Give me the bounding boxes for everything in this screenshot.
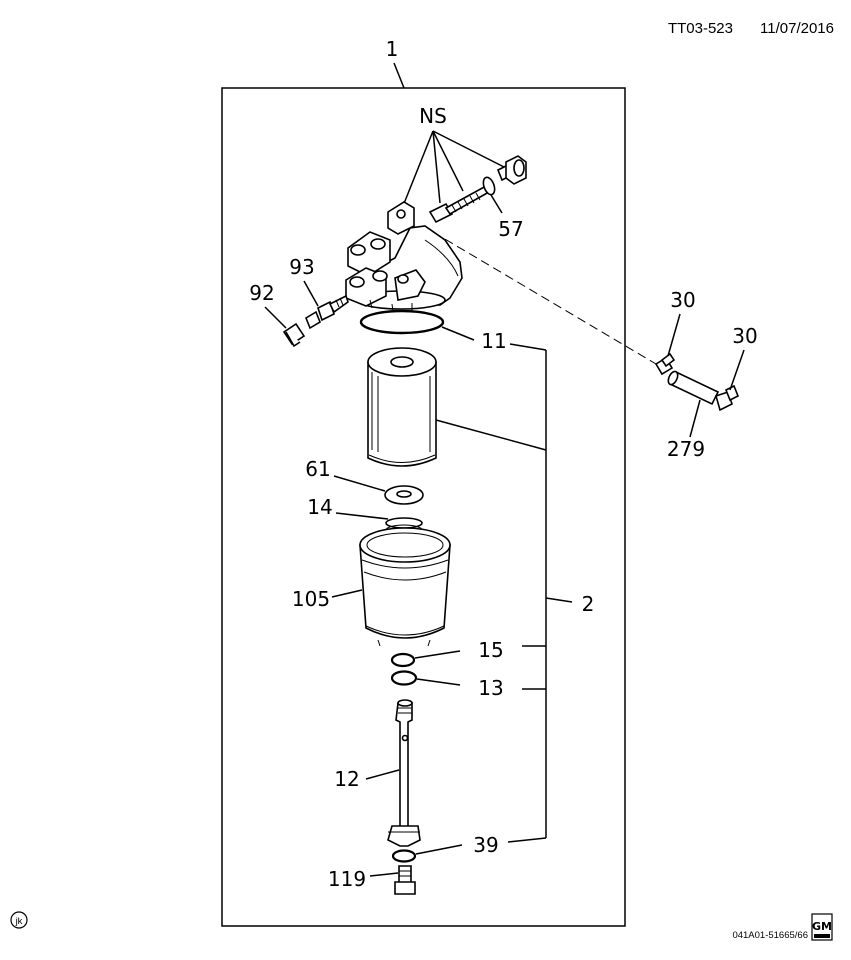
leader-105 <box>331 589 363 598</box>
callout-119: 119 <box>328 867 366 891</box>
leader-30-left <box>667 313 681 357</box>
gm-logo: GM <box>811 913 833 941</box>
jk-mark-circle <box>10 911 28 929</box>
callout-57: 57 <box>498 217 523 241</box>
clamp-30-left <box>654 352 676 376</box>
washer-61 <box>384 485 424 505</box>
callout-61: 61 <box>305 457 330 481</box>
leader-57 <box>490 194 503 214</box>
leader-13 <box>416 678 461 686</box>
diagram-date: 11/07/2016 <box>760 20 834 37</box>
o-ring-11 <box>359 309 445 335</box>
callout-14: 14 <box>307 495 332 519</box>
ns-spring <box>444 184 491 216</box>
callout-1: 1 <box>386 37 399 61</box>
leader-93 <box>303 280 319 307</box>
leader-11 <box>441 326 475 341</box>
center-bolt-12 <box>387 699 421 847</box>
callout-105: 105 <box>292 587 330 611</box>
leader-39 <box>415 844 463 855</box>
callout-279: 279 <box>667 437 705 461</box>
connector-93 <box>305 294 349 330</box>
drain-plug-119 <box>394 865 416 895</box>
hose-279 <box>667 370 720 406</box>
leader-14 <box>335 512 389 520</box>
callout-30-right: 30 <box>732 324 757 348</box>
filter-bowl-105 <box>359 527 451 647</box>
ns-plug-nut <box>496 155 527 185</box>
callout-92: 92 <box>249 281 274 305</box>
bracket-2 <box>435 343 573 843</box>
callout-11: 11 <box>481 329 506 353</box>
leader-ns <box>402 130 507 207</box>
o-ring-57 <box>482 176 496 196</box>
filter-head <box>345 201 463 313</box>
leader-279 <box>689 399 701 438</box>
leader-119 <box>369 872 399 877</box>
callout-30-left: 30 <box>670 288 695 312</box>
callout-15: 15 <box>478 638 503 662</box>
hose-route-dashed <box>432 231 657 365</box>
leader-92 <box>264 306 287 329</box>
callout-2: 2 <box>582 592 595 616</box>
o-ring-39 <box>391 849 417 863</box>
jk-mark: jk <box>15 916 23 927</box>
gm-logo-text: GM <box>812 920 832 933</box>
callout-93: 93 <box>289 255 314 279</box>
callout-ns: NS <box>419 104 447 128</box>
leader-12 <box>365 769 400 780</box>
leader-61 <box>333 475 386 492</box>
callout-39: 39 <box>473 833 498 857</box>
o-ring-13 <box>390 670 418 686</box>
callout-13: 13 <box>478 676 503 700</box>
filter-element <box>367 347 437 467</box>
leader-30-right <box>729 349 745 391</box>
o-ring-15 <box>390 652 416 668</box>
assembly-frame <box>221 87 626 927</box>
drawing-number: 041A01-51665/66 <box>732 930 808 941</box>
diagram-reference: TT03-523 <box>668 20 733 37</box>
callout-12: 12 <box>334 767 359 791</box>
leader-15 <box>414 650 461 659</box>
cap-92 <box>282 322 306 348</box>
leader-1 <box>393 62 405 89</box>
clamp-30-right <box>715 384 740 412</box>
